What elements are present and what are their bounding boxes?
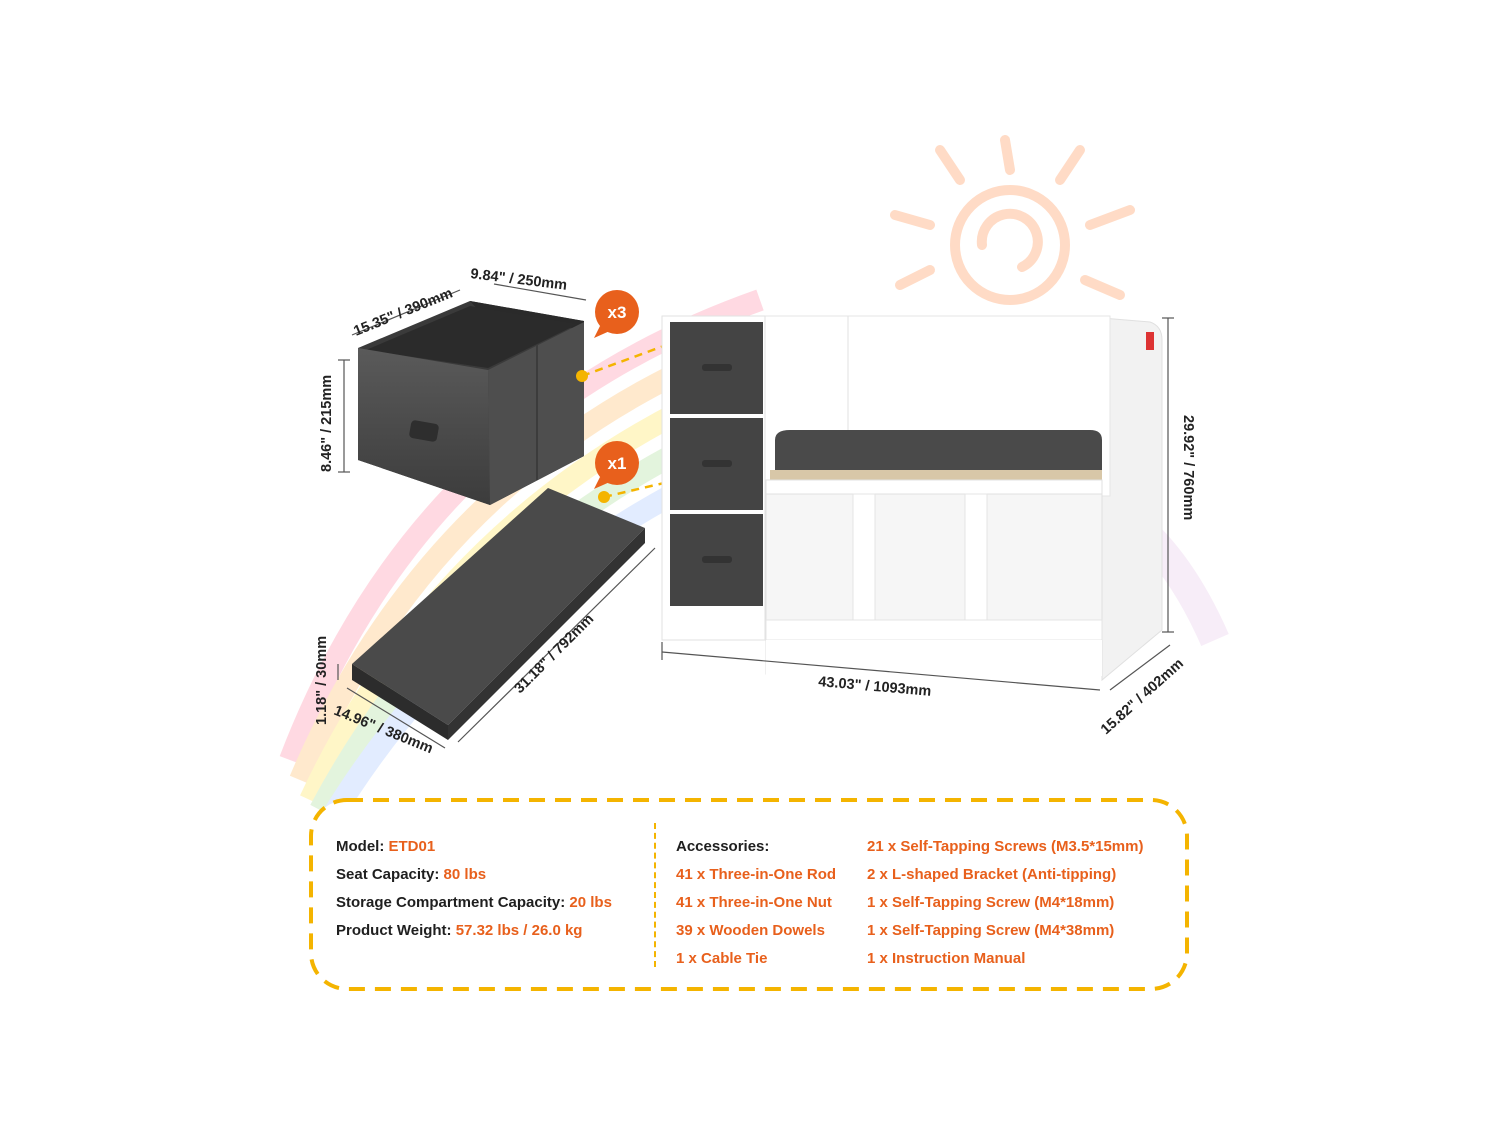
cushion-quantity-badge: x1 [594, 441, 639, 489]
product-weight-row: Product Weight: 57.32 lbs / 26.0 kg [336, 921, 612, 949]
sun-decoration [890, 135, 1135, 305]
seat-cushion-image [352, 488, 645, 740]
seat-capacity-value: 80 lbs [443, 866, 487, 883]
specifications-border [309, 798, 1189, 991]
accessory-item: 1 x Instruction Manual [867, 950, 1026, 967]
seat-capacity-row: Seat Capacity: 80 lbs [336, 865, 612, 893]
accessory-item: 1 x Cable Tie [676, 950, 768, 967]
storage-capacity-label: Storage Compartment Capacity: [336, 894, 566, 911]
accessory-item: 21 x Self-Tapping Screws (M3.5*15mm) [867, 838, 1144, 855]
storage-capacity-row: Storage Compartment Capacity: 20 lbs [336, 893, 612, 921]
column-divider [654, 823, 656, 967]
bench-image [661, 315, 1163, 682]
seat-capacity-label: Seat Capacity: [336, 866, 440, 883]
accessory-item: 41 x Three-in-One Nut [676, 894, 832, 911]
cushion-dimension-lines [337, 547, 656, 749]
bench-width-label: 43.03" / 1093mm [818, 674, 932, 700]
accessory-item: 1 x Self-Tapping Screw (M4*38mm) [867, 922, 1115, 939]
accessory-item: 41 x Three-in-One Rod [676, 866, 837, 883]
bin-quantity-badge: x3 [594, 290, 639, 338]
model-label: Model: [336, 838, 385, 855]
storage-capacity-value: 20 lbs [569, 894, 612, 911]
bin-quantity-text: x3 [608, 303, 627, 322]
accessory-item: 2 x L-shaped Bracket (Anti-tipping) [867, 866, 1117, 883]
bin-width-label: 9.84" / 250mm [470, 266, 568, 294]
accessories-left-column: Accessories: 41 x Three-in-One Rod 41 x … [676, 837, 836, 977]
cushion-thickness-label: 1.18" / 30mm [314, 636, 330, 725]
product-weight-label: Product Weight: [336, 922, 452, 939]
specifications-panel: Model: ETD01 Seat Capacity: 80 lbs Stora… [308, 797, 1190, 992]
bench-dimension-lines [661, 317, 1174, 691]
accessories-heading: Accessories: [676, 838, 770, 855]
accessories-right-column: 21 x Self-Tapping Screws (M3.5*15mm) 2 x… [867, 837, 1143, 977]
bench-height-label: 29.92" / 760mm [1180, 415, 1196, 520]
model-value: ETD01 [388, 838, 436, 855]
accessory-item: 1 x Self-Tapping Screw (M4*18mm) [867, 894, 1115, 911]
cushion-quantity-text: x1 [608, 454, 627, 473]
model-row: Model: ETD01 [336, 837, 612, 865]
storage-bin-image [358, 301, 584, 505]
product-specs-column: Model: ETD01 Seat Capacity: 80 lbs Stora… [336, 837, 612, 949]
product-weight-value: 57.32 lbs / 26.0 kg [455, 922, 583, 939]
bin-height-label: 8.46" / 215mm [319, 375, 335, 472]
accessory-item: 39 x Wooden Dowels [676, 922, 825, 939]
bin-dimension-lines [338, 283, 587, 473]
